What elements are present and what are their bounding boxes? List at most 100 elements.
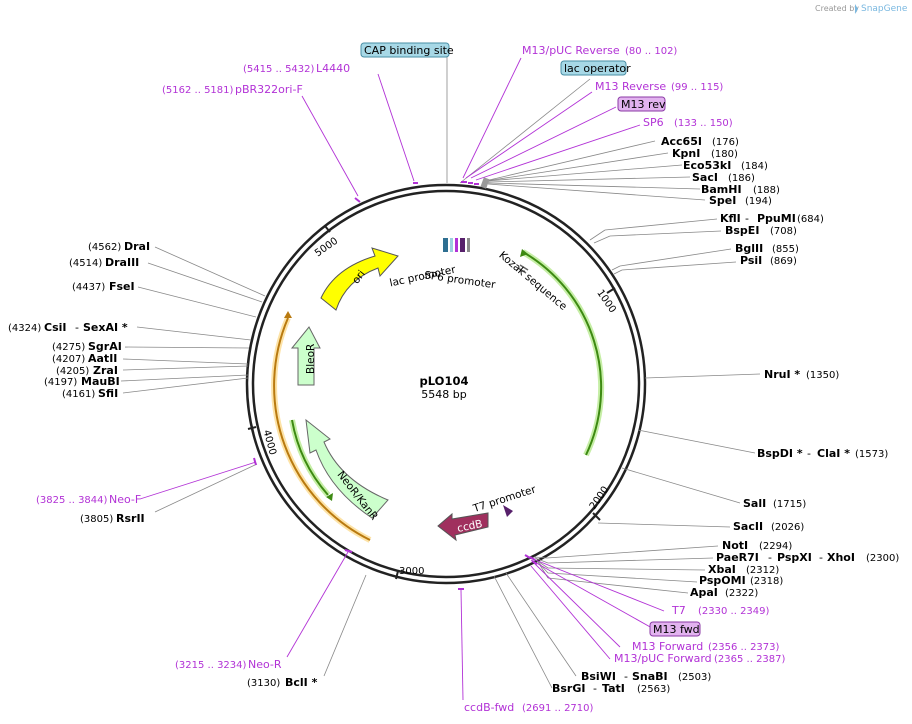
enzyme-sfii-name[interactable]: SfiI bbox=[98, 387, 118, 400]
enzyme-ppumi-name[interactable]: PpuMI bbox=[757, 212, 796, 225]
enzyme-bglii-name[interactable]: BglII bbox=[735, 242, 763, 255]
primer-m13puc-reverse-name[interactable]: M13/pUC Reverse bbox=[522, 44, 620, 57]
primer-t7-name[interactable]: T7 bbox=[671, 604, 686, 617]
enzyme-kfli-separator: - bbox=[745, 212, 749, 225]
enzyme-bamhi-name[interactable]: BamHI bbox=[701, 183, 742, 196]
enzyme-pspomi-name[interactable]: PspOMI bbox=[699, 574, 746, 587]
orf-orange-left bbox=[273, 317, 371, 541]
enzyme-maubi-pos: (4197) bbox=[44, 377, 77, 388]
enzyme-saci-name[interactable]: SacI bbox=[692, 171, 718, 184]
enzyme-bamhi-pos: (188) bbox=[753, 185, 780, 196]
primer-neo-r-range: (3215 .. 3234) bbox=[175, 660, 247, 671]
enzyme-csii-separator: - bbox=[75, 321, 79, 334]
scale-ticks bbox=[247, 225, 616, 580]
primer-m13puc-forward-range: (2365 .. 2387) bbox=[714, 654, 786, 665]
enzyme-rsrii-pos: (3805) bbox=[80, 514, 113, 525]
enzyme-csii-pos: (4324) bbox=[8, 323, 41, 334]
orf-green-left-arrow-icon bbox=[326, 493, 333, 501]
enzyme-bsrgi-separator: - bbox=[593, 682, 597, 695]
m13-fwd-box[interactable] bbox=[649, 621, 701, 637]
enzyme-noti-name[interactable]: NotI bbox=[722, 539, 748, 552]
enzyme-fsei-name[interactable]: FseI bbox=[109, 280, 135, 293]
enzyme-eco53ki-name[interactable]: Eco53kI bbox=[683, 159, 731, 172]
enzyme-sali-name[interactable]: SalI bbox=[743, 497, 766, 510]
enzyme-kpni-pos: (180) bbox=[711, 149, 738, 160]
ccdb-feature[interactable] bbox=[437, 512, 489, 542]
neor-kanr-feature[interactable] bbox=[305, 418, 389, 519]
enzyme-clai-name[interactable]: ClaI * bbox=[817, 447, 850, 460]
enzyme-bsrgi-name[interactable]: BsrGI bbox=[552, 682, 585, 695]
primer-m13-forward-name[interactable]: M13 Forward bbox=[632, 640, 703, 653]
primer-ccdb-fwd-range: (2691 .. 2710) bbox=[522, 703, 594, 714]
cap-binding-site-box[interactable] bbox=[360, 42, 450, 58]
enzyme-rsrii-name[interactable]: RsrII bbox=[116, 512, 145, 525]
primer-marks bbox=[253, 181, 538, 590]
enzyme-bspdi-pos: (1573) bbox=[855, 449, 888, 460]
lac-operator-label: lac operator bbox=[564, 62, 631, 75]
primer-pbr322ori-name[interactable]: pBR322ori-F bbox=[235, 83, 303, 96]
orf-green-right bbox=[522, 251, 603, 456]
sp6-block bbox=[460, 238, 465, 252]
snapgene-watermark: Created by SnapGene bbox=[815, 4, 908, 14]
enzyme-xhoi-name[interactable]: XhoI bbox=[827, 551, 855, 564]
enzyme-sacii-name[interactable]: SacII bbox=[733, 520, 763, 533]
enzyme-draiii-name[interactable]: DraIII bbox=[105, 256, 139, 269]
enzyme-bsiwi-name[interactable]: BsiWI bbox=[581, 670, 616, 683]
primer-l4440-name[interactable]: L4440 bbox=[316, 62, 350, 75]
primer-neo-r-name[interactable]: Neo-R bbox=[248, 658, 282, 671]
enzyme-kfli-name[interactable]: KflI bbox=[720, 212, 741, 225]
cap-site-block bbox=[443, 238, 448, 252]
enzyme-zrai-name[interactable]: ZraI bbox=[93, 364, 118, 377]
enzyme-snabi-name[interactable]: SnaBI bbox=[632, 670, 668, 683]
bleor-feature[interactable] bbox=[290, 326, 321, 386]
enzyme-apai-name[interactable]: ApaI bbox=[690, 586, 718, 599]
primer-ccdb-fwd-name[interactable]: ccdB-fwd bbox=[464, 701, 514, 714]
enzyme-bspei-name[interactable]: BspEI bbox=[725, 224, 759, 237]
enzyme-bcli-name[interactable]: BclI * bbox=[285, 676, 318, 689]
enzyme-bcli-pos: (3130) bbox=[247, 678, 280, 689]
enzyme-aatii-name[interactable]: AatII bbox=[88, 352, 117, 365]
enzyme-maubi-name[interactable]: MauBI bbox=[81, 375, 120, 388]
primer-neo-f-name[interactable]: Neo-F bbox=[109, 493, 141, 506]
enzyme-psii-pos: (869) bbox=[770, 256, 797, 267]
enzyme-bglii-pos: (855) bbox=[772, 244, 799, 255]
enzyme-sgrai-name[interactable]: SgrAI bbox=[88, 340, 122, 353]
enzyme-acc65i-pos: (176) bbox=[712, 137, 739, 148]
enzyme-tati-name[interactable]: TatI bbox=[602, 682, 625, 695]
enzyme-acc65i-name[interactable]: Acc65I bbox=[661, 135, 702, 148]
backbone-outer bbox=[245, 183, 647, 585]
enzyme-spei-pos: (194) bbox=[745, 196, 772, 207]
enzyme-psii-name[interactable]: PsiI bbox=[740, 254, 762, 267]
tick-2000 bbox=[592, 512, 601, 521]
primer-sp6-range: (133 .. 150) bbox=[674, 118, 733, 129]
tick-5000 bbox=[324, 225, 331, 233]
mcs-site-marker bbox=[480, 177, 490, 189]
ori-feature[interactable] bbox=[320, 247, 399, 311]
enzyme-spei-name[interactable]: SpeI bbox=[709, 194, 736, 207]
primer-sp6-name[interactable]: SP6 bbox=[643, 116, 664, 129]
enzyme-pspxi-name[interactable]: PspXI bbox=[777, 551, 812, 564]
primer-pbr322ori-range: (5162 .. 5181) bbox=[162, 85, 234, 96]
m13-rev-label: M13 rev bbox=[621, 98, 666, 111]
lac-operator-box[interactable] bbox=[560, 60, 627, 76]
lac-operator-block bbox=[450, 238, 453, 252]
enzyme-bspdi-name[interactable]: BspDI * bbox=[757, 447, 803, 460]
enzyme-xbai-name[interactable]: XbaI bbox=[708, 563, 736, 576]
primer-m13-forward-range: (2356 .. 2373) bbox=[708, 642, 780, 653]
enzyme-csii-name[interactable]: CsiI bbox=[44, 321, 66, 334]
primer-m13puc-forward-name[interactable]: M13/pUC Forward bbox=[614, 652, 712, 665]
primer-m13-reverse-name[interactable]: M13 Reverse bbox=[595, 80, 666, 93]
kozak-block bbox=[467, 238, 470, 252]
enzyme-kpni-name[interactable]: KpnI bbox=[672, 147, 700, 160]
enzyme-paer7i-pos: (2300) bbox=[866, 553, 899, 564]
snapgene-logo-icon bbox=[855, 4, 858, 14]
created-by-text: Created by bbox=[815, 4, 859, 13]
enzyme-sfii-pos: (4161) bbox=[62, 389, 95, 400]
m13-rev-box[interactable] bbox=[617, 96, 666, 112]
orf-orange-arrow-icon bbox=[284, 311, 292, 318]
enzyme-paer7i-name[interactable]: PaeR7I bbox=[716, 551, 759, 564]
enzyme-sexai-name[interactable]: SexAI * bbox=[83, 321, 128, 334]
enzyme-nrui-name[interactable]: NruI * bbox=[764, 368, 800, 381]
enzyme-drai-name[interactable]: DraI bbox=[124, 240, 150, 253]
